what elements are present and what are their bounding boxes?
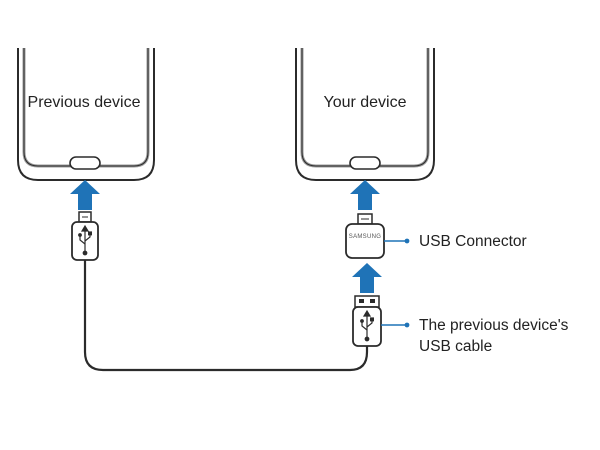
usb-connector: SAMSUNG: [345, 213, 385, 259]
previous-device-phone: Previous device: [17, 48, 155, 181]
your-device-label: Your device: [323, 94, 406, 111]
up-arrow-icon: [350, 180, 380, 210]
usb-cable-label-line1: The previous device's: [419, 317, 569, 334]
usb-connector-label: USB Connector: [419, 233, 527, 250]
your-device-phone: Your device: [295, 48, 435, 181]
previous-device-label: Previous device: [28, 94, 141, 111]
usb-plug-right: [352, 295, 382, 347]
usb-cable-label-line2: USB cable: [419, 338, 492, 355]
usb-cable-callout: The previous device's USB cable: [381, 317, 569, 355]
usb-cable: [83, 260, 369, 372]
usb-connector-callout: USB Connector: [384, 233, 527, 250]
home-button-icon: [69, 156, 101, 170]
up-arrow-icon: [352, 263, 382, 293]
usb-plug-left: [71, 211, 99, 261]
home-button-icon: [349, 156, 381, 170]
usb-symbol-icon: [78, 224, 92, 256]
usb-symbol-icon: [360, 309, 375, 342]
up-arrow-icon: [70, 180, 100, 210]
samsung-logo: SAMSUNG: [349, 234, 381, 240]
